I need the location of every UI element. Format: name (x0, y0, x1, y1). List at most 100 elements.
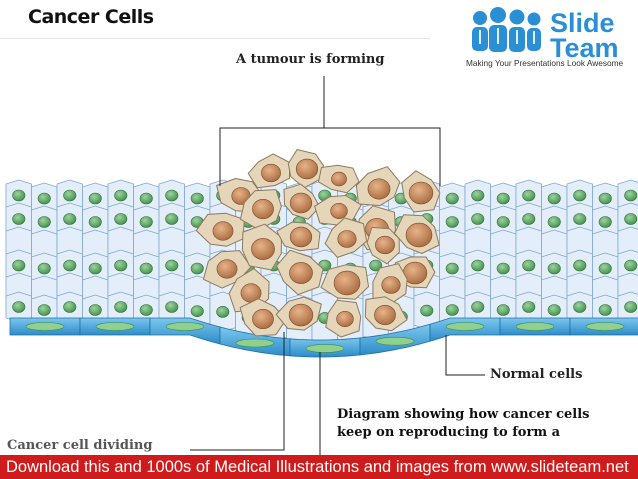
description-line-2: keep on reproducing to form a (337, 425, 561, 440)
cell-nucleus (63, 189, 77, 202)
tumour-nucleus (336, 310, 354, 328)
cell-nucleus (114, 259, 128, 272)
normal-cell-column (490, 182, 517, 326)
cell-nucleus (522, 259, 536, 272)
cell-nucleus (12, 301, 26, 313)
normal-cells-pointer (445, 335, 485, 376)
cell-nucleus (547, 262, 561, 275)
cell-nucleus (624, 189, 638, 202)
tumour-nucleus (408, 181, 434, 205)
cell-nucleus (139, 216, 153, 228)
tumour-nucleus (333, 270, 361, 296)
membrane-nucleus (445, 322, 485, 331)
cell-nucleus (139, 192, 153, 205)
tumour-nucleus (252, 308, 274, 330)
cell-nucleus (190, 262, 204, 275)
cell-nucleus (547, 304, 561, 316)
membrane-nucleus (165, 322, 205, 331)
description-line-1: Diagram showing how cancer cells (337, 407, 590, 422)
normal-cells-label: Normal cells (490, 367, 583, 382)
cell-nucleus (114, 301, 128, 313)
cell-nucleus (624, 259, 638, 272)
cell-nucleus (547, 192, 561, 205)
cell-nucleus (37, 304, 51, 316)
membrane-nucleus (305, 344, 345, 353)
cell-nucleus (471, 259, 485, 272)
cell-nucleus (88, 216, 102, 228)
normal-cell-column (592, 182, 619, 326)
cell-nucleus (139, 304, 153, 316)
cell-nucleus (522, 189, 536, 202)
membrane-nucleus (515, 322, 555, 331)
cell-nucleus (496, 262, 510, 275)
tumour-nucleus (375, 235, 395, 255)
tumour-nucleus (216, 259, 238, 279)
normal-cell-column (566, 179, 593, 323)
slide-title: Cancer Cells (28, 6, 154, 28)
cell-nucleus (190, 305, 204, 317)
cell-nucleus (216, 306, 230, 318)
normal-cell-column (515, 179, 542, 323)
tumour-nucleus (288, 303, 314, 327)
cell-nucleus (573, 259, 587, 272)
cell-nucleus (12, 259, 26, 272)
cell-nucleus (471, 213, 485, 225)
cell-nucleus (573, 189, 587, 202)
membrane-nucleus (95, 322, 135, 331)
normal-cell-column (464, 179, 491, 323)
logo-word-slide: Slide (550, 8, 615, 38)
tumour-nucleus (330, 202, 348, 220)
tumour-nucleus (367, 178, 391, 200)
cell-nucleus (37, 216, 51, 228)
cell-nucleus (88, 192, 102, 205)
download-banner[interactable]: Download this and 1000s of Medical Illus… (0, 455, 638, 479)
cell-nucleus (165, 259, 179, 272)
normal-cell-column (56, 179, 83, 323)
tumour-nucleus (337, 230, 357, 248)
slideteam-logo: Slide Team Making Your Presentations Loo… (466, 2, 636, 74)
cell-nucleus (63, 301, 77, 313)
cell-nucleus (471, 301, 485, 313)
cell-nucleus (37, 262, 51, 275)
cell-nucleus (445, 304, 459, 316)
cell-nucleus (598, 192, 612, 205)
cell-nucleus (165, 213, 179, 225)
membrane-nucleus (585, 322, 625, 331)
cell-nucleus (190, 192, 204, 205)
tumour-nucleus (212, 221, 234, 241)
cell-nucleus (445, 216, 459, 228)
membrane-nucleus (375, 336, 415, 346)
cell-nucleus (114, 189, 128, 202)
cell-nucleus (573, 301, 587, 313)
tumour-nucleus (289, 262, 313, 284)
normal-cell-column (31, 182, 58, 326)
title-divider (0, 38, 430, 39)
tumour-nucleus (261, 163, 281, 183)
callout-lines (190, 76, 485, 455)
normal-cell-column (5, 179, 32, 323)
tumour-nucleus (289, 226, 313, 248)
cell-nucleus (114, 213, 128, 225)
normal-cell-column (133, 182, 160, 326)
cell-nucleus (522, 213, 536, 225)
normal-cell-column (107, 179, 134, 323)
tumour-mass (195, 149, 441, 338)
cell-nucleus (573, 213, 587, 225)
cell-nucleus (63, 213, 77, 225)
cell-nucleus (165, 301, 179, 313)
tumour-nucleus (252, 198, 274, 220)
tumour-bracket (219, 127, 441, 186)
tumour-nucleus (374, 304, 396, 326)
diagram-description: Diagram showing how cancer cells keep on… (337, 406, 590, 442)
cancer-cell-diagram (5, 76, 638, 455)
cancer-cell-dividing-label: Cancer cell dividing (7, 438, 153, 453)
tumour-label: A tumour is forming (236, 52, 385, 67)
cell-nucleus (496, 304, 510, 316)
cell-nucleus (598, 216, 612, 228)
tumour-nucleus (251, 238, 275, 260)
cell-nucleus (598, 304, 612, 316)
tumour-nucleus (405, 222, 433, 248)
people-logo-icon (472, 7, 541, 52)
tumour-nucleus (331, 171, 347, 187)
cell-nucleus (420, 304, 434, 317)
